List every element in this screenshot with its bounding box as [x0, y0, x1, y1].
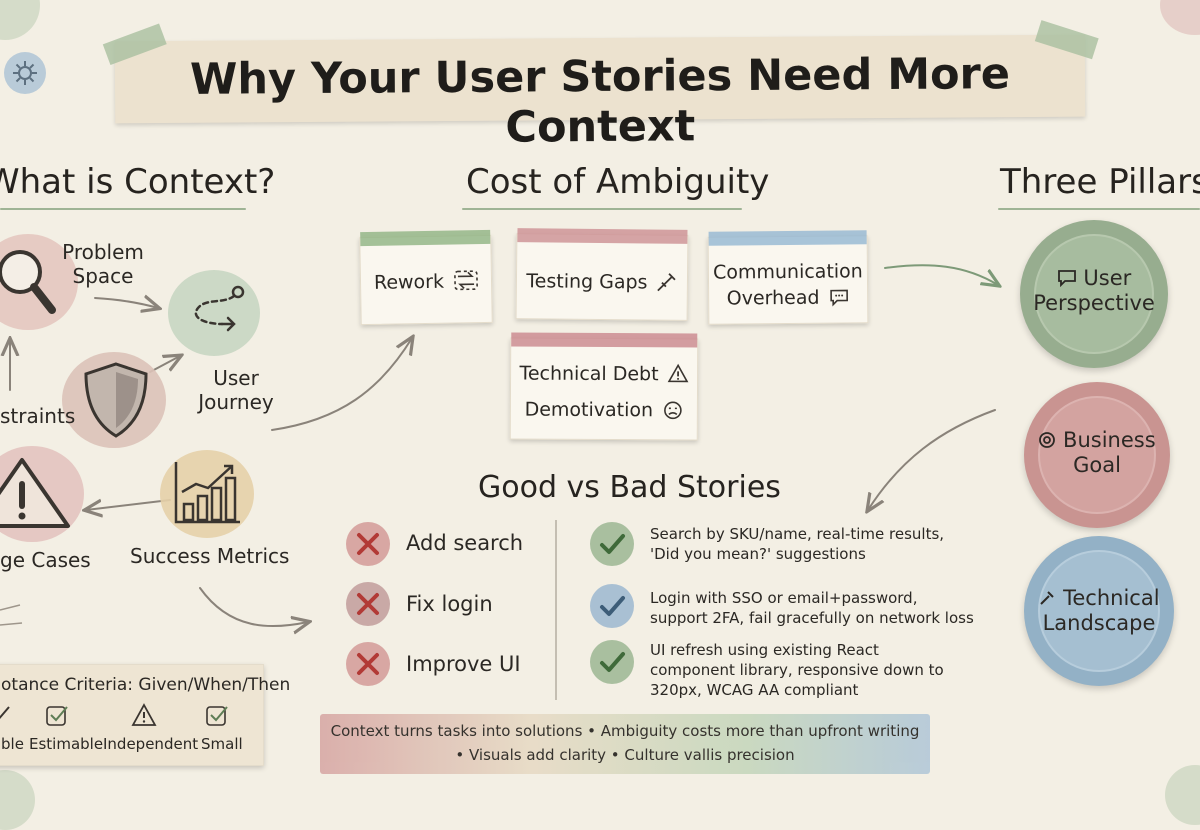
success-metrics-label: Success Metrics: [130, 544, 290, 568]
check-box-icon: [0, 706, 10, 720]
good-story-1: Search by SKU/name, real-time results, '…: [650, 525, 945, 563]
heading-underline: [462, 208, 742, 210]
warning-icon: [0, 452, 76, 534]
heading-cost-of-ambiguity: Cost of Ambiguity: [466, 162, 770, 202]
wrench-icon: [1040, 591, 1055, 605]
cost-label-technical-debt: Technical Debt: [511, 361, 697, 388]
shield-icon: [76, 358, 156, 442]
cost-card-testing-gaps: Testing Gaps: [515, 228, 689, 321]
user-journey-blob: [168, 270, 260, 356]
good-mark: [590, 522, 634, 566]
cross-icon: [357, 533, 379, 555]
good-story-2: Login with SSO or email+password, suppor…: [650, 589, 974, 627]
criterion-2: Estimable: [29, 735, 104, 753]
recycle-icon: [454, 270, 478, 291]
check-box-icon: [206, 706, 228, 726]
good-mark: [590, 584, 634, 628]
footer-banner: Context turns tasks into solutions • Amb…: [320, 714, 930, 774]
cross-icon: [357, 593, 379, 615]
pillar-label-user-perspective: User Perspective: [1033, 266, 1155, 315]
criterion-1: ble: [1, 735, 24, 753]
acceptance-title: otance Criteria: Given/When/Then: [1, 675, 291, 695]
pillar-label-technical-landscape: Technical Landscape: [1024, 586, 1174, 636]
bad-story-1: Add search: [406, 531, 524, 555]
bad-mark: [346, 582, 390, 626]
heading-what-is-context: What is Context?: [0, 162, 276, 202]
check-icon: [600, 596, 625, 616]
card-tape: [360, 229, 491, 247]
route-icon: [176, 278, 252, 348]
cost-card-rework: Rework: [359, 229, 493, 326]
cost-label-testing-gaps: Testing Gaps: [517, 268, 687, 296]
good-story-3: UI refresh using existing React componen…: [650, 641, 944, 699]
seal-inner: [1038, 396, 1156, 514]
constraints-label: straints: [0, 404, 76, 428]
sad-face-icon: [664, 401, 682, 420]
check-icon: [600, 534, 625, 554]
pillar-user-perspective: User Perspective: [1020, 220, 1168, 368]
footer-line-1: Context turns tasks into solutions • Amb…: [330, 722, 920, 740]
pillar-label-business-goal: Business Goal: [1024, 428, 1170, 478]
connector-arrows: [0, 264, 1200, 700]
seal-inner: [1034, 234, 1154, 354]
acceptance-criteria-card: otance Criteria: Given/When/Then ble Est…: [0, 664, 290, 766]
syringe-icon: [656, 273, 676, 292]
seal-inner: [1038, 550, 1160, 672]
chat-icon: [1057, 270, 1076, 288]
footer-line-2: • Visuals add clarity • Culture vallis p…: [455, 746, 795, 764]
heading-three-pillars: Three Pillars: [1000, 162, 1200, 202]
problem-space-label: Problem Space: [62, 240, 144, 288]
cost-label-rework: Rework: [361, 268, 491, 296]
card-tape: [517, 228, 688, 244]
gear-icon[interactable]: [4, 52, 46, 94]
pillar-technical-landscape: Technical Landscape: [1024, 536, 1174, 686]
magnifier-icon: [0, 242, 70, 322]
heading-underline: [0, 208, 246, 210]
acceptance-icons: [0, 703, 263, 733]
pillar-business-goal: Business Goal: [1024, 382, 1170, 528]
cross-icon: [357, 653, 379, 675]
good-mark: [590, 640, 634, 684]
check-icon: [600, 652, 625, 672]
warning-icon: [667, 363, 688, 383]
heading-good-vs-bad: Good vs Bad Stories: [478, 470, 781, 505]
card-tape: [708, 230, 867, 246]
cost-card-communication-overhead: Communication Overhead: [707, 230, 869, 325]
user-journey-label: User Journey: [198, 366, 274, 414]
target-icon: [1039, 432, 1056, 448]
bad-story-3: Improve UI: [406, 652, 521, 676]
cost-label-communication: Communication Overhead: [712, 260, 863, 310]
check-box-icon: [46, 706, 68, 726]
chat-icon: [830, 289, 849, 307]
bad-mark: [346, 642, 390, 686]
bad-story-2: Fix login: [406, 592, 493, 616]
bad-mark: [346, 522, 390, 566]
edge-cases-label: ge Cases: [0, 548, 91, 572]
card-tape: [511, 332, 698, 348]
cost-card-debt-demotivation: Technical Debt Demotivation: [509, 332, 699, 441]
criterion-3: Independent: [103, 735, 199, 753]
growth-chart-icon: [168, 456, 246, 532]
heading-underline: [998, 208, 1200, 210]
cost-label-demotivation: Demotivation: [511, 397, 697, 424]
criterion-4: Small: [201, 735, 243, 753]
warning-icon: [131, 703, 157, 726]
